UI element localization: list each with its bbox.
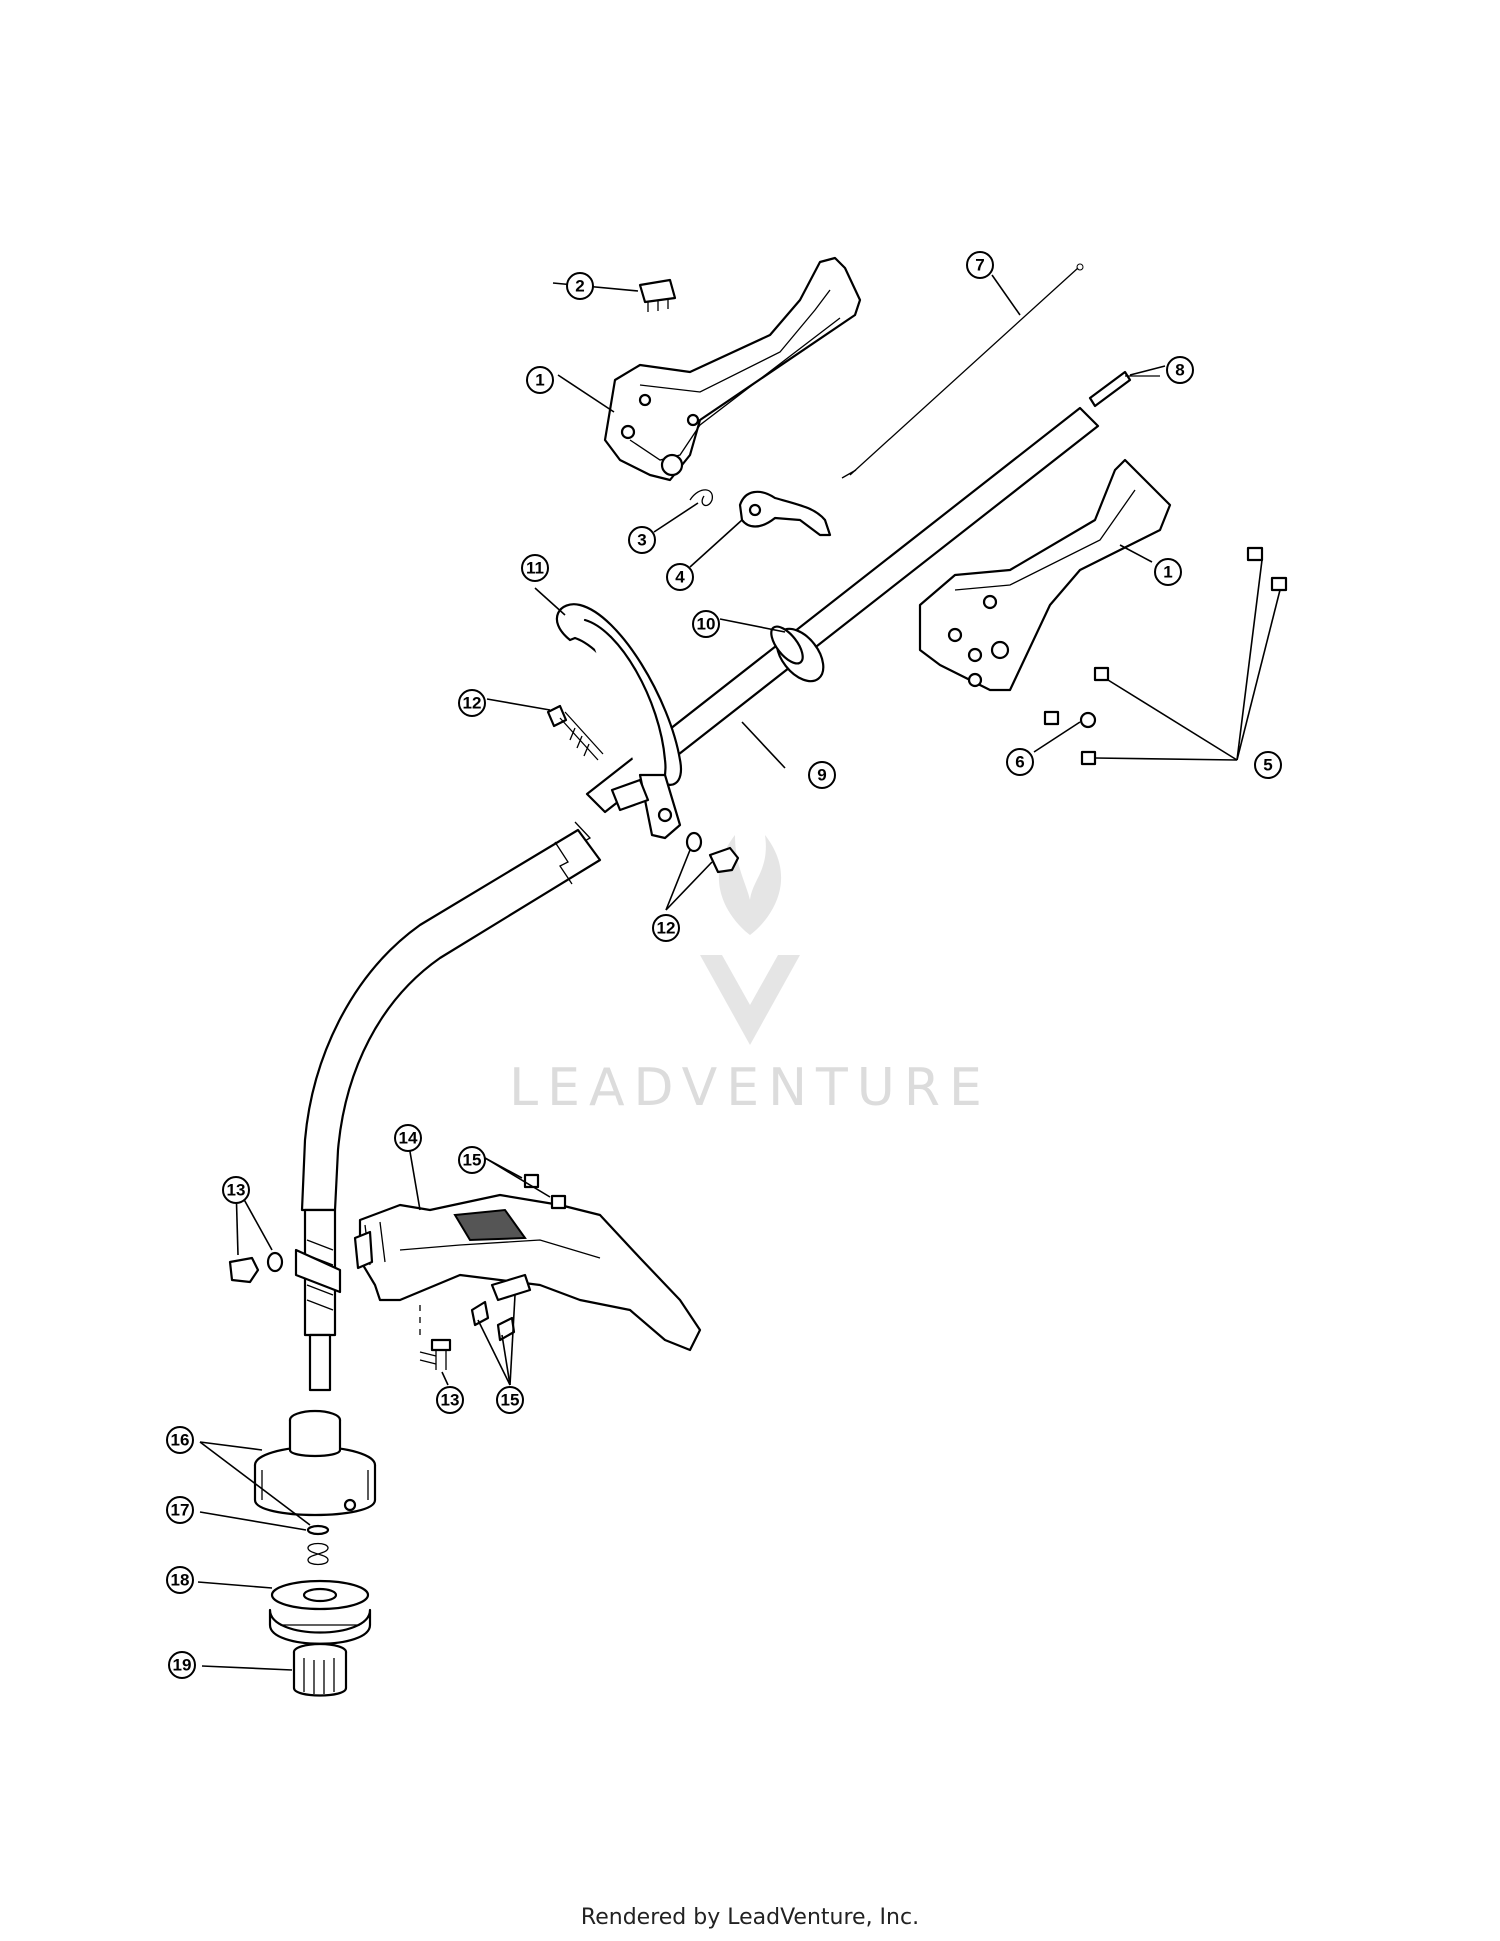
guard-nuts-part [470, 1173, 567, 1342]
throttle-cable-part [841, 263, 1084, 479]
callout-7: 7 [966, 251, 994, 279]
callout-18: 18 [166, 1566, 194, 1594]
svg-text:14: 14 [399, 1129, 418, 1148]
callout-13a: 13 [222, 1176, 250, 1204]
callout-4: 4 [666, 563, 694, 591]
spool-housing-part [253, 1409, 377, 1517]
callout-1b: 1 [1154, 558, 1182, 586]
spool-spring-part [306, 1524, 330, 1566]
svg-text:7: 7 [975, 256, 984, 275]
svg-text:4: 4 [675, 568, 685, 587]
svg-text:12: 12 [463, 694, 482, 713]
leader-lines [197, 274, 1281, 1671]
svg-text:8: 8 [1175, 361, 1184, 380]
callout-2: 2 [566, 272, 594, 300]
callout-9: 9 [808, 761, 836, 789]
svg-text:6: 6 [1015, 753, 1024, 772]
callout-3: 3 [628, 526, 656, 554]
callout-8: 8 [1166, 356, 1194, 384]
svg-text:19: 19 [173, 1656, 192, 1675]
callout-11: 11 [521, 554, 549, 582]
callout-12a: 12 [458, 689, 486, 717]
svg-text:3: 3 [637, 531, 646, 550]
svg-text:2: 2 [575, 277, 584, 296]
guard-bolt-part [419, 1305, 452, 1370]
nut-part [1079, 711, 1097, 729]
shaft-part [300, 406, 1100, 1392]
spool-part [268, 1579, 372, 1645]
callout-17: 17 [166, 1496, 194, 1524]
callout-13b: 13 [436, 1386, 464, 1414]
callout-1a: 1 [526, 366, 554, 394]
svg-text:15: 15 [501, 1391, 520, 1410]
switch-part [638, 278, 677, 312]
svg-text:11: 11 [526, 559, 544, 578]
bolt-part [546, 704, 604, 761]
svg-text:18: 18 [171, 1571, 190, 1590]
svg-text:12: 12 [657, 919, 676, 938]
svg-text:13: 13 [441, 1391, 460, 1410]
screws-part [1043, 546, 1288, 766]
callout-5: 5 [1254, 751, 1282, 779]
callout-15a: 15 [458, 1146, 486, 1174]
svg-text:1: 1 [535, 371, 544, 390]
footer-credit: Rendered by LeadVenture, Inc. [580, 1905, 920, 1930]
callout-14: 14 [394, 1124, 422, 1152]
svg-text:5: 5 [1263, 756, 1272, 775]
bump-knob-part [292, 1642, 348, 1697]
svg-text:13: 13 [227, 1181, 246, 1200]
upper-handle-right-part [918, 458, 1172, 692]
svg-text:15: 15 [463, 1151, 482, 1170]
wing-nut-part [685, 831, 740, 874]
drive-shaft-part [1088, 370, 1160, 408]
callout-16: 16 [166, 1426, 194, 1454]
spring-part [689, 489, 713, 507]
watermark-text: LEADVENTURE [509, 1058, 991, 1118]
callout-12b: 12 [652, 914, 680, 942]
shaft-bracket-part [228, 1248, 342, 1294]
svg-text:9: 9 [817, 766, 826, 785]
guard-part [353, 1193, 702, 1352]
upper-handle-left-part [603, 256, 862, 482]
callout-6: 6 [1006, 748, 1034, 776]
callout-10: 10 [692, 610, 720, 638]
svg-text:16: 16 [171, 1431, 190, 1450]
callout-15b: 15 [496, 1386, 524, 1414]
svg-text:17: 17 [171, 1501, 190, 1520]
trigger-part [738, 490, 832, 537]
svg-text:1: 1 [1163, 563, 1172, 582]
callout-19: 19 [168, 1651, 196, 1679]
svg-text:10: 10 [697, 615, 716, 634]
loop-handle-part [555, 603, 683, 840]
